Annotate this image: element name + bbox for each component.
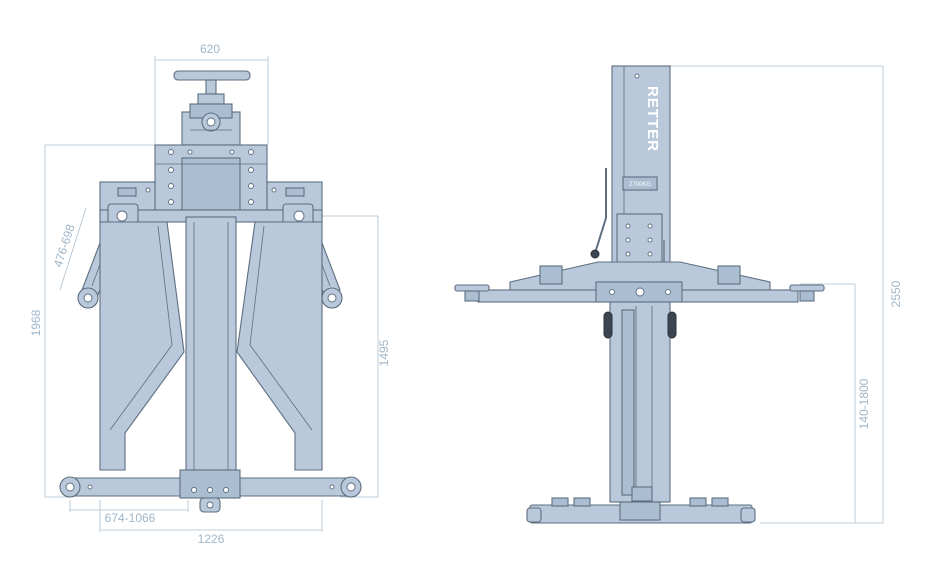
dim-arm-span: 674-1066 [105,511,156,525]
lift-base [526,497,756,524]
release-lever [590,168,607,259]
carriage-plate [154,144,268,218]
handwheel [173,70,251,105]
dim-top-width: 620 [200,42,220,56]
dim-column-height: 2550 [889,280,903,307]
lower-column [603,301,677,503]
lift-arms [454,261,825,303]
left-leg [99,221,185,471]
column-head [181,103,241,146]
right-leg [236,221,323,471]
side-view: 2550 140-1800 RETTER 2700KG [454,65,903,524]
dim-overall-depth: 1968 [29,309,43,336]
dim-base-width: 1226 [198,532,225,546]
top-view: 620 1968 476-698 1495 674-1066 1226 [29,42,391,546]
top-view-dimension-lines [44,56,379,532]
brand-logo: RETTER [644,86,661,152]
center-column [185,216,237,473]
side-view-dimension-lines [670,65,884,524]
capacity-plate [622,176,658,191]
base-bar [59,469,362,513]
capacity-label: 2700KG [629,182,651,188]
dim-lift-range: 140-1800 [857,378,871,429]
dim-platform-depth: 1495 [377,339,391,366]
